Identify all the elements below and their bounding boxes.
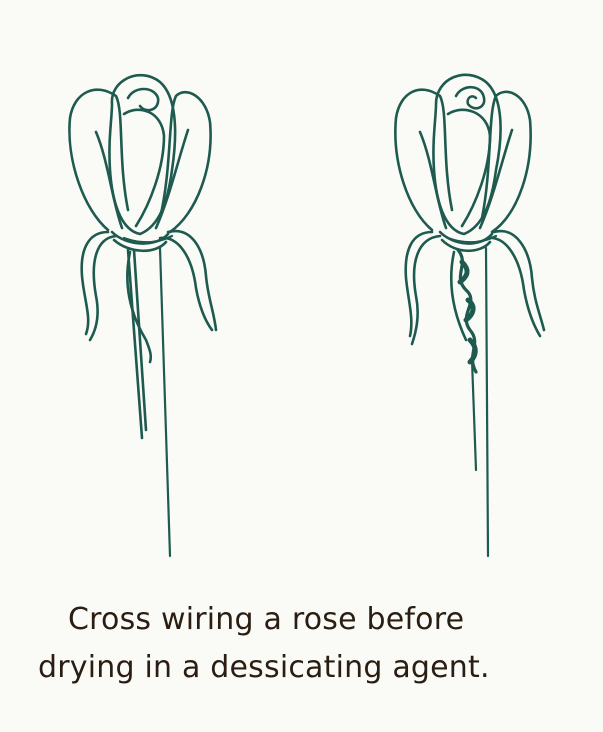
rose-right-wire: [472, 248, 488, 556]
rose-left-petal-outer-left: [69, 90, 128, 230]
rose-left-bud: [109, 75, 175, 234]
rose-left: [69, 75, 216, 556]
rose-left-sepal-2: [160, 238, 212, 330]
rose-left-bud-curl: [128, 89, 158, 110]
rose-right-petal-outer-left: [395, 90, 452, 230]
rose-right-sepal-1b: [406, 232, 432, 336]
rose-right: [395, 75, 544, 556]
rose-left-wire: [160, 248, 170, 556]
rose-right-bud-spiral: [456, 87, 484, 108]
rose-right-fold-2: [480, 130, 512, 228]
caption-line-2: drying in a dessicating agent.: [38, 650, 603, 686]
rose-left-stem: [128, 250, 146, 438]
rose-left-sepal-2b: [168, 231, 216, 330]
rose-right-sepal-2b: [494, 231, 544, 330]
rose-left-sepal-1: [90, 236, 116, 340]
rose-right-sepal-1: [412, 236, 440, 344]
caption-line-1: Cross wiring a rose before: [68, 602, 603, 638]
rose-left-petal-outer-right: [160, 92, 211, 232]
rose-illustration: [0, 0, 603, 580]
rose-left-inner-petal: [124, 110, 164, 226]
rose-right-petal-outer-right: [482, 92, 531, 232]
rose-left-fold-2: [156, 130, 188, 228]
